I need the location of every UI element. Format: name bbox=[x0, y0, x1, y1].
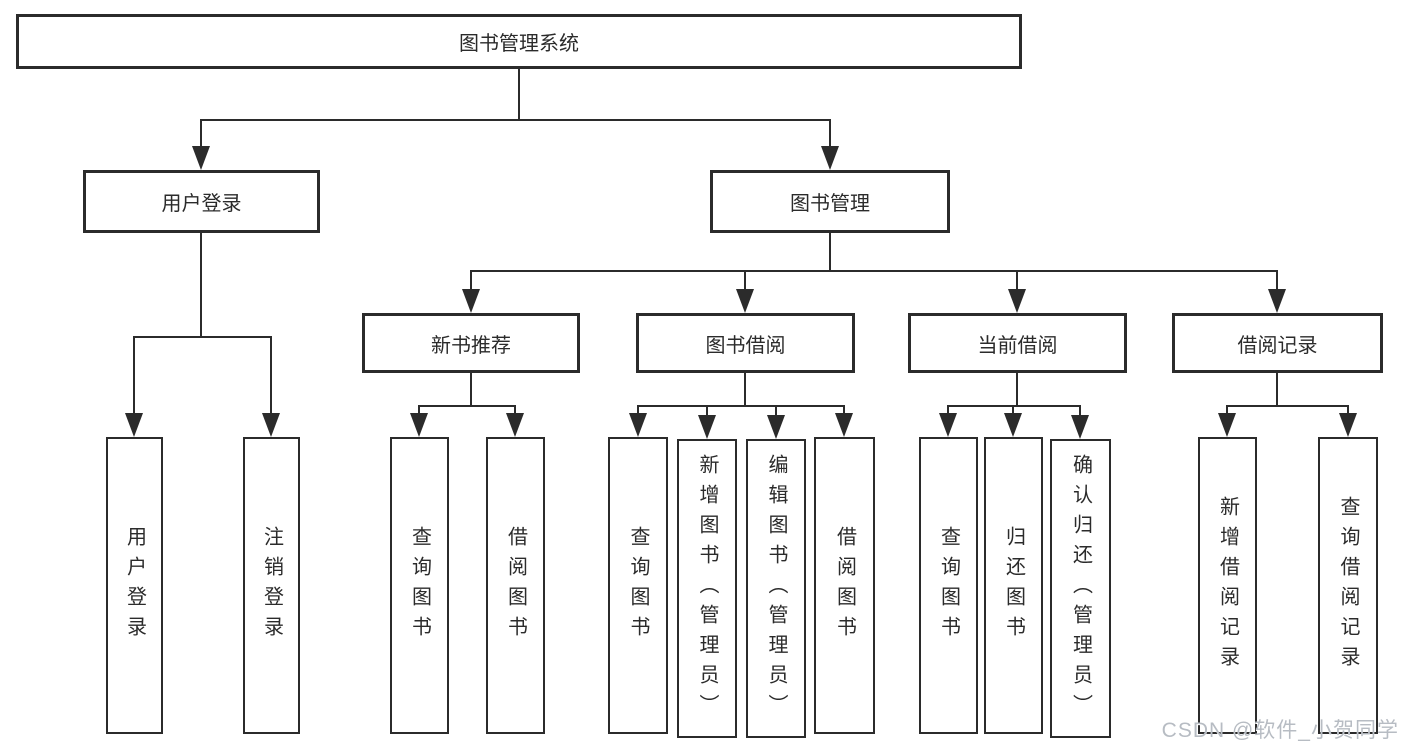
connector-line bbox=[200, 119, 831, 121]
connector-arrow bbox=[1339, 407, 1357, 437]
connector-arrow bbox=[698, 407, 716, 439]
leaf-user-login-label: 用户登录 bbox=[123, 525, 146, 646]
leaf-confirm-return-admin-label: 确认归还（管理员） bbox=[1069, 453, 1092, 724]
leaf-edit-books-admin-label: 编辑图书（管理员） bbox=[765, 453, 787, 724]
node-new-book-recommend-label: 新书推荐 bbox=[431, 334, 511, 357]
connector-line bbox=[200, 232, 202, 338]
connector-line bbox=[470, 270, 1278, 272]
connector-line bbox=[518, 67, 520, 121]
connector-arrow bbox=[1008, 272, 1026, 313]
leaf-add-borrow-record-label: 新增借阅记录 bbox=[1216, 495, 1239, 676]
connector-arrow bbox=[767, 407, 785, 439]
node-borrowing-records-label: 借阅记录 bbox=[1237, 334, 1318, 357]
leaf-query-books-borrowing: 查询图书 bbox=[608, 437, 668, 734]
connector-arrow bbox=[462, 272, 480, 313]
node-book-management: 图书管理 bbox=[710, 170, 950, 233]
leaf-query-borrow-record: 查询借阅记录 bbox=[1318, 437, 1378, 734]
connector-arrow bbox=[736, 272, 754, 313]
connector-arrow bbox=[262, 338, 280, 437]
leaf-add-borrow-record: 新增借阅记录 bbox=[1198, 437, 1257, 734]
csdn-watermark: CSDN @软件_小贺同学 bbox=[1161, 719, 1399, 742]
node-borrowing-records: 借阅记录 bbox=[1172, 313, 1383, 373]
leaf-borrow-books-recommend-label: 借阅图书 bbox=[504, 525, 527, 646]
connector-line bbox=[829, 232, 831, 272]
leaf-add-books-admin: 新增图书（管理员） bbox=[677, 439, 737, 738]
connector-line bbox=[133, 336, 272, 338]
leaf-query-books-recommend-label: 查询图书 bbox=[408, 525, 431, 646]
leaf-borrow-books-recommend: 借阅图书 bbox=[486, 437, 545, 734]
leaf-query-books-recommend: 查询图书 bbox=[390, 437, 449, 734]
leaf-return-books-label: 归还图书 bbox=[1002, 525, 1025, 646]
connector-arrow bbox=[939, 407, 957, 437]
connector-arrow bbox=[192, 121, 210, 170]
node-book-borrowing-label: 图书借阅 bbox=[705, 334, 786, 357]
connector-line bbox=[1226, 405, 1349, 407]
connector-line bbox=[947, 405, 1081, 407]
connector-line bbox=[470, 371, 472, 407]
leaf-add-books-admin-label: 新增图书（管理员） bbox=[696, 453, 718, 724]
node-user-login: 用户登录 bbox=[83, 170, 320, 233]
connector-line bbox=[744, 371, 746, 407]
leaf-borrow-books-borrowing: 借阅图书 bbox=[814, 437, 875, 734]
connector-arrow bbox=[1004, 407, 1022, 437]
connector-arrow bbox=[410, 407, 428, 437]
connector-line bbox=[637, 405, 845, 407]
node-root-system: 图书管理系统 bbox=[16, 14, 1022, 69]
leaf-edit-books-admin: 编辑图书（管理员） bbox=[746, 439, 806, 738]
connector-arrow bbox=[125, 338, 143, 437]
leaf-logout-label: 注销登录 bbox=[260, 525, 283, 646]
node-book-management-label: 图书管理 bbox=[790, 193, 870, 215]
connector-arrow bbox=[1268, 272, 1286, 313]
leaf-query-borrow-record-label: 查询借阅记录 bbox=[1337, 495, 1359, 676]
connector-arrow bbox=[1071, 407, 1089, 439]
node-book-borrowing: 图书借阅 bbox=[636, 313, 855, 373]
leaf-return-books: 归还图书 bbox=[984, 437, 1043, 734]
leaf-user-login: 用户登录 bbox=[106, 437, 163, 734]
node-user-login-label: 用户登录 bbox=[161, 193, 242, 215]
node-new-book-recommend: 新书推荐 bbox=[362, 313, 580, 373]
connector-arrow bbox=[835, 407, 853, 437]
node-root-system-label: 图书管理系统 bbox=[459, 33, 579, 55]
leaf-query-books-borrowing-label: 查询图书 bbox=[627, 525, 649, 646]
connector-line bbox=[418, 405, 516, 407]
connector-arrow bbox=[821, 121, 839, 170]
connector-arrow bbox=[1218, 407, 1236, 437]
connector-line bbox=[1016, 371, 1018, 407]
connector-arrow bbox=[506, 407, 524, 437]
node-current-borrowing: 当前借阅 bbox=[908, 313, 1127, 373]
leaf-logout: 注销登录 bbox=[243, 437, 300, 734]
leaf-confirm-return-admin: 确认归还（管理员） bbox=[1050, 439, 1111, 738]
leaf-borrow-books-borrowing-label: 借阅图书 bbox=[833, 525, 856, 646]
leaf-query-books-current-label: 查询图书 bbox=[937, 525, 960, 646]
connector-line bbox=[1276, 371, 1278, 407]
leaf-query-books-current: 查询图书 bbox=[919, 437, 978, 734]
connector-arrow bbox=[629, 407, 647, 437]
node-current-borrowing-label: 当前借阅 bbox=[977, 334, 1058, 357]
